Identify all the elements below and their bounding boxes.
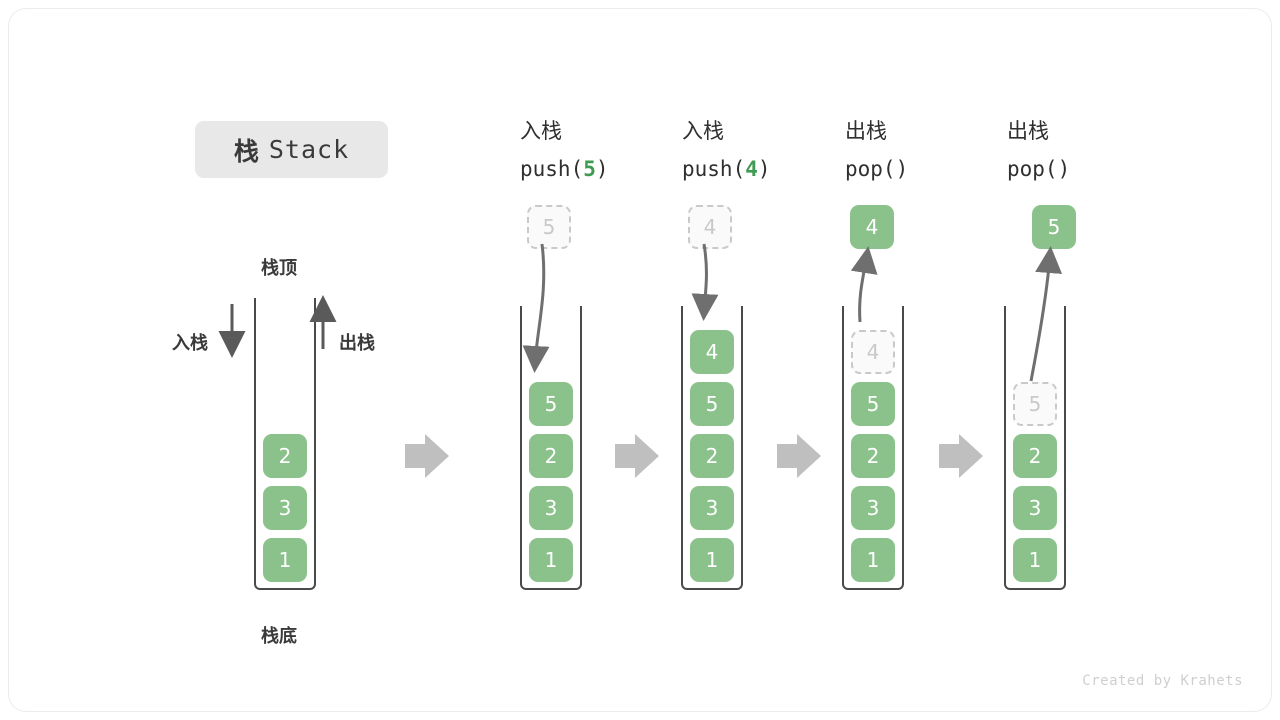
op-code-pop-5: pop() xyxy=(1007,150,1070,188)
label-stack-bottom: 栈底 xyxy=(261,626,297,647)
popped-cell: 5 xyxy=(1032,205,1076,249)
stack-cell: 2 xyxy=(263,434,307,478)
stack-frame xyxy=(842,306,904,590)
stack-frame xyxy=(681,306,743,590)
stack-cell: 5 xyxy=(690,382,734,426)
op-code-suffix: ) xyxy=(757,157,771,181)
label-stack-top: 栈顶 xyxy=(261,258,297,279)
op-cn-pop-5: 出栈 xyxy=(1007,119,1049,143)
label-pop-side: 出栈 xyxy=(339,333,375,354)
op-code-pop-4: pop() xyxy=(845,150,908,188)
op-header-pop-5: 出栈 pop() xyxy=(1007,112,1070,188)
op-header-pop-4: 出栈 pop() xyxy=(845,112,908,188)
op-code-suffix: ) xyxy=(895,157,909,181)
op-code-prefix: pop( xyxy=(1007,157,1058,181)
stack-cell: 5 xyxy=(529,382,573,426)
stack-cell: 3 xyxy=(529,486,573,530)
stack-cell: 4 xyxy=(690,330,734,374)
stack-cell: 3 xyxy=(1013,486,1057,530)
stack-cell: 1 xyxy=(690,538,734,582)
stack-frame xyxy=(520,306,582,590)
op-cn-push-5: 入栈 xyxy=(520,119,562,143)
op-code-push-5: push(5) xyxy=(520,150,609,188)
title-cn: 栈 xyxy=(233,136,259,166)
title-en: Stack xyxy=(268,135,350,164)
stack-cell: 1 xyxy=(263,538,307,582)
op-code-suffix: ) xyxy=(595,157,609,181)
stack-cell: 1 xyxy=(529,538,573,582)
stack-cell: 1 xyxy=(851,538,895,582)
ghost-cell: 5 xyxy=(527,205,571,249)
push-4-arrow xyxy=(691,243,719,321)
arrow-overlay xyxy=(218,243,1063,478)
ghost-cell: 5 xyxy=(1013,382,1057,426)
label-push-side: 入栈 xyxy=(172,333,208,354)
stack-cell: 3 xyxy=(851,486,895,530)
separator-arrow-3 xyxy=(777,434,821,478)
diagram-canvas: 栈 Stack 栈顶 栈底 入栈 出栈 入栈 push(5) 入栈 push(4… xyxy=(8,8,1272,712)
op-header-push-5: 入栈 push(5) xyxy=(520,112,609,188)
op-header-push-4: 入栈 push(4) xyxy=(682,112,771,188)
stack-frame xyxy=(1004,306,1066,590)
watermark: Created by Krahets xyxy=(1082,673,1243,689)
separator-arrow-1 xyxy=(405,434,449,478)
op-cn-push-4: 入栈 xyxy=(682,119,724,143)
op-code-suffix: ) xyxy=(1057,157,1071,181)
op-code-arg: 5 xyxy=(583,157,596,181)
stack-cell: 1 xyxy=(1013,538,1057,582)
op-code-prefix: push( xyxy=(682,157,746,181)
stack-cell: 3 xyxy=(263,486,307,530)
separator-arrow-2 xyxy=(615,434,659,478)
ghost-cell: 4 xyxy=(688,205,732,249)
stack-frame xyxy=(254,298,316,590)
op-cn-pop-4: 出栈 xyxy=(845,119,887,143)
stack-cell: 2 xyxy=(529,434,573,478)
stack-cell: 3 xyxy=(690,486,734,530)
stack-cell: 2 xyxy=(690,434,734,478)
op-code-push-4: push(4) xyxy=(682,150,771,188)
stack-cell: 2 xyxy=(1013,434,1057,478)
op-code-prefix: pop( xyxy=(845,157,896,181)
separator-arrow-4 xyxy=(939,434,983,478)
stack-cell: 2 xyxy=(851,434,895,478)
op-code-prefix: push( xyxy=(520,157,584,181)
popped-cell: 4 xyxy=(850,205,894,249)
title-badge: 栈 Stack xyxy=(195,121,388,178)
ghost-cell: 4 xyxy=(851,330,895,374)
op-code-arg: 4 xyxy=(745,157,758,181)
stack-cell: 5 xyxy=(851,382,895,426)
